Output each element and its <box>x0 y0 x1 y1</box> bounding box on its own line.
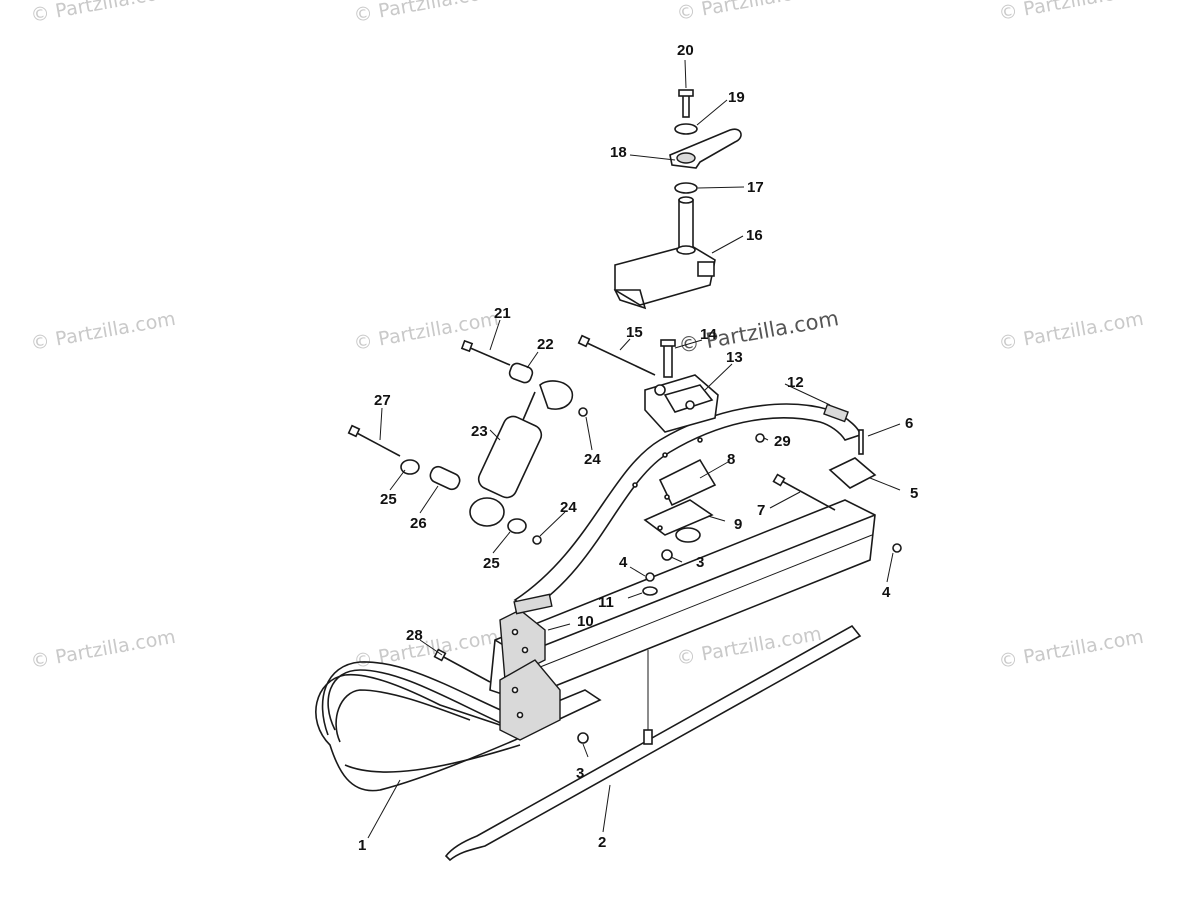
callout-7: 7 <box>757 502 765 519</box>
watermark: © Partzilla.com <box>352 308 500 355</box>
leaf-spring <box>513 403 861 615</box>
callout-21: 21 <box>494 305 511 322</box>
bushing-25 <box>507 518 527 534</box>
nut-4 <box>892 543 902 553</box>
callout-12: 12 <box>787 374 804 391</box>
callout-25: 25 <box>380 491 397 508</box>
callout-25: 25 <box>483 555 500 572</box>
nut-3 <box>577 732 589 744</box>
rear-hardware <box>433 429 902 744</box>
bolt-20 <box>682 94 690 118</box>
front-brackets <box>499 609 561 741</box>
runner-wear-rod <box>444 624 862 862</box>
callout-4: 4 <box>619 554 628 571</box>
bolt-21 <box>467 346 511 366</box>
rivet-6 <box>858 429 864 455</box>
callout-11: 11 <box>598 594 614 611</box>
callout-19: 19 <box>728 89 745 106</box>
callout-3: 3 <box>576 765 584 782</box>
sleeve-22 <box>508 362 534 384</box>
spring-pads <box>643 458 717 543</box>
callout-29: 29 <box>774 433 791 450</box>
callout-1: 1 <box>358 837 366 854</box>
nut-3 <box>661 549 673 561</box>
spindle-housing <box>613 196 716 310</box>
bolt-28 <box>439 654 491 683</box>
callout-8: 8 <box>727 451 735 468</box>
callout-23: 23 <box>471 423 488 440</box>
watermark: © Partzilla.com <box>997 626 1145 673</box>
callout-labels: 1 2 3 3 4 4 5 6 7 8 9 10 11 12 13 14 15 … <box>358 42 918 854</box>
nut-4 <box>645 572 655 582</box>
callout-22: 22 <box>537 336 554 353</box>
watermark: © Partzilla.com <box>997 0 1145 25</box>
washer-11 <box>642 586 658 596</box>
callout-3: 3 <box>696 554 704 571</box>
callout-16: 16 <box>746 227 763 244</box>
nut-24 <box>578 407 588 417</box>
callout-18: 18 <box>610 144 627 161</box>
bracket-5 <box>828 457 877 489</box>
watermarks: © Partzilla.com © Partzilla.com © Partzi… <box>29 0 1145 673</box>
watermark: © Partzilla.com <box>29 0 177 27</box>
callout-9: 9 <box>734 516 742 533</box>
washer-19 <box>674 123 698 135</box>
nut-24 <box>532 535 542 545</box>
callout-24: 24 <box>584 451 601 468</box>
callout-2: 2 <box>598 834 606 851</box>
callout-28: 28 <box>406 627 423 644</box>
leader-lines <box>367 59 901 839</box>
long-bolt <box>577 334 656 376</box>
sleeve-26 <box>429 465 461 491</box>
callout-27: 27 <box>374 392 391 409</box>
bolt-27 <box>354 431 401 457</box>
callout-24: 24 <box>560 499 577 516</box>
callout-6: 6 <box>905 415 913 432</box>
callout-10: 10 <box>577 613 594 630</box>
watermark: © Partzilla.com <box>352 0 500 27</box>
steering-arm-stack <box>669 89 742 194</box>
watermark: © Partzilla.com <box>29 626 177 673</box>
bolt-7 <box>779 479 836 511</box>
washer-17 <box>674 182 698 194</box>
nut-29 <box>755 433 765 443</box>
bushing-25 <box>400 459 420 475</box>
shock-body-23 <box>477 415 543 499</box>
callout-14: 14 <box>700 326 717 343</box>
callout-15: 15 <box>626 324 643 341</box>
spring-mount <box>644 339 719 433</box>
callout-26: 26 <box>410 515 427 532</box>
callout-13: 13 <box>726 349 743 366</box>
ski-body <box>315 499 876 792</box>
watermark: © Partzilla.com <box>997 308 1145 355</box>
watermark: © Partzilla.com <box>352 626 500 673</box>
watermark: © Partzilla.com <box>675 0 823 25</box>
callout-4: 4 <box>882 584 891 601</box>
watermark: © Partzilla.com <box>29 308 177 355</box>
callout-20: 20 <box>677 42 694 59</box>
callout-5: 5 <box>910 485 918 502</box>
callout-17: 17 <box>747 179 764 196</box>
shock-absorber <box>347 339 588 545</box>
